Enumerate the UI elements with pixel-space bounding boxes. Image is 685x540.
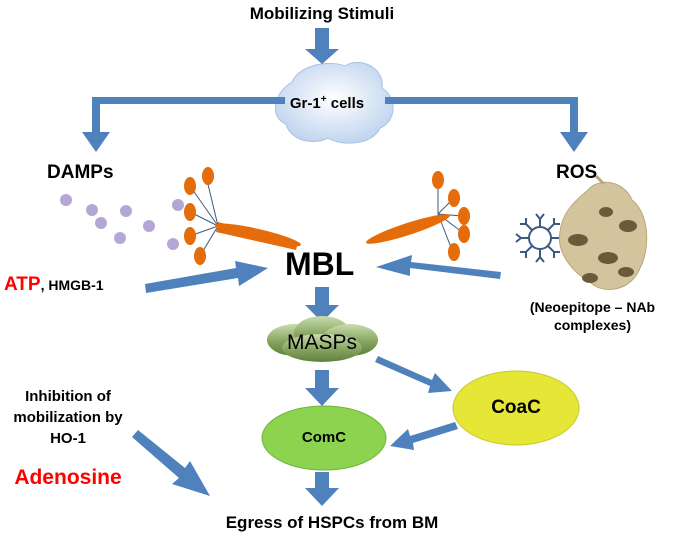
damp-dot	[114, 232, 126, 244]
masps-shape	[267, 316, 378, 362]
hmgb-label: , HMGB-1	[40, 277, 104, 293]
inhibition-line-1: Inhibition of	[25, 388, 111, 405]
arrow-gr1-to-damps	[82, 97, 285, 152]
mbl-molecule-left	[184, 167, 301, 265]
damp-dot	[95, 217, 107, 229]
inhibition-line-2: mobilization by	[13, 409, 123, 426]
atp-label: ATP	[4, 274, 41, 295]
inhibition-line-3: HO-1	[50, 430, 86, 447]
damps-label: DAMPs	[47, 162, 114, 183]
damp-dot	[143, 220, 155, 232]
masps-label: MASPs	[286, 331, 357, 354]
atp-hmgb-label: ATP, HMGB-1	[4, 274, 104, 296]
adenosine-label: Adenosine	[14, 466, 122, 489]
arrow-inhibition	[132, 430, 210, 496]
damp-dot	[120, 205, 132, 217]
arrow-masps-to-comc	[305, 370, 339, 406]
ros-label: ROS	[556, 162, 598, 183]
damp-particles	[60, 194, 184, 250]
damp-dot	[167, 238, 179, 250]
inhibition-label: Inhibition of mobilization by HO-1	[0, 386, 136, 449]
arrow-stimuli-to-gr1	[305, 28, 339, 64]
gr1-suffix: cells	[326, 95, 365, 112]
gr1-sup: +	[320, 94, 327, 105]
arrow-gr1-to-ros	[385, 97, 588, 152]
arrow-comc-to-egress	[305, 472, 339, 506]
arrow-masps-to-coac	[375, 356, 452, 393]
neoepitope-line-2: complexes)	[553, 317, 632, 333]
mbl-molecule-right	[366, 171, 470, 261]
neoepitope-line-1: (Neoepitope – NAb	[529, 299, 656, 315]
arrow-coac-to-comc	[390, 422, 458, 450]
coac-shape	[452, 370, 580, 446]
comc-label: ComC	[301, 429, 347, 446]
neoepitope-label: (Neoepitope – NAb complexes)	[500, 298, 685, 334]
damp-dot	[86, 204, 98, 216]
comc-shape	[261, 405, 387, 471]
gr1-cloud-shape	[274, 61, 394, 144]
egress-label: Egress of HSPCs from BM	[225, 513, 439, 532]
damp-dot	[172, 199, 184, 211]
title-label: Mobilizing Stimuli	[249, 4, 395, 23]
arrow-mbl-to-masps	[305, 287, 339, 322]
coac-label: CoaC	[491, 397, 541, 418]
damp-dot	[60, 194, 72, 206]
gr1-label: Gr-1+ cells	[280, 94, 374, 112]
ros-cell	[558, 174, 648, 290]
mbl-label: MBL	[285, 246, 355, 282]
gr1-prefix: Gr-1	[289, 95, 321, 112]
arrow-ros-to-mbl	[376, 255, 501, 279]
arrow-atp-to-mbl	[145, 261, 268, 293]
nab-ring	[515, 213, 560, 263]
